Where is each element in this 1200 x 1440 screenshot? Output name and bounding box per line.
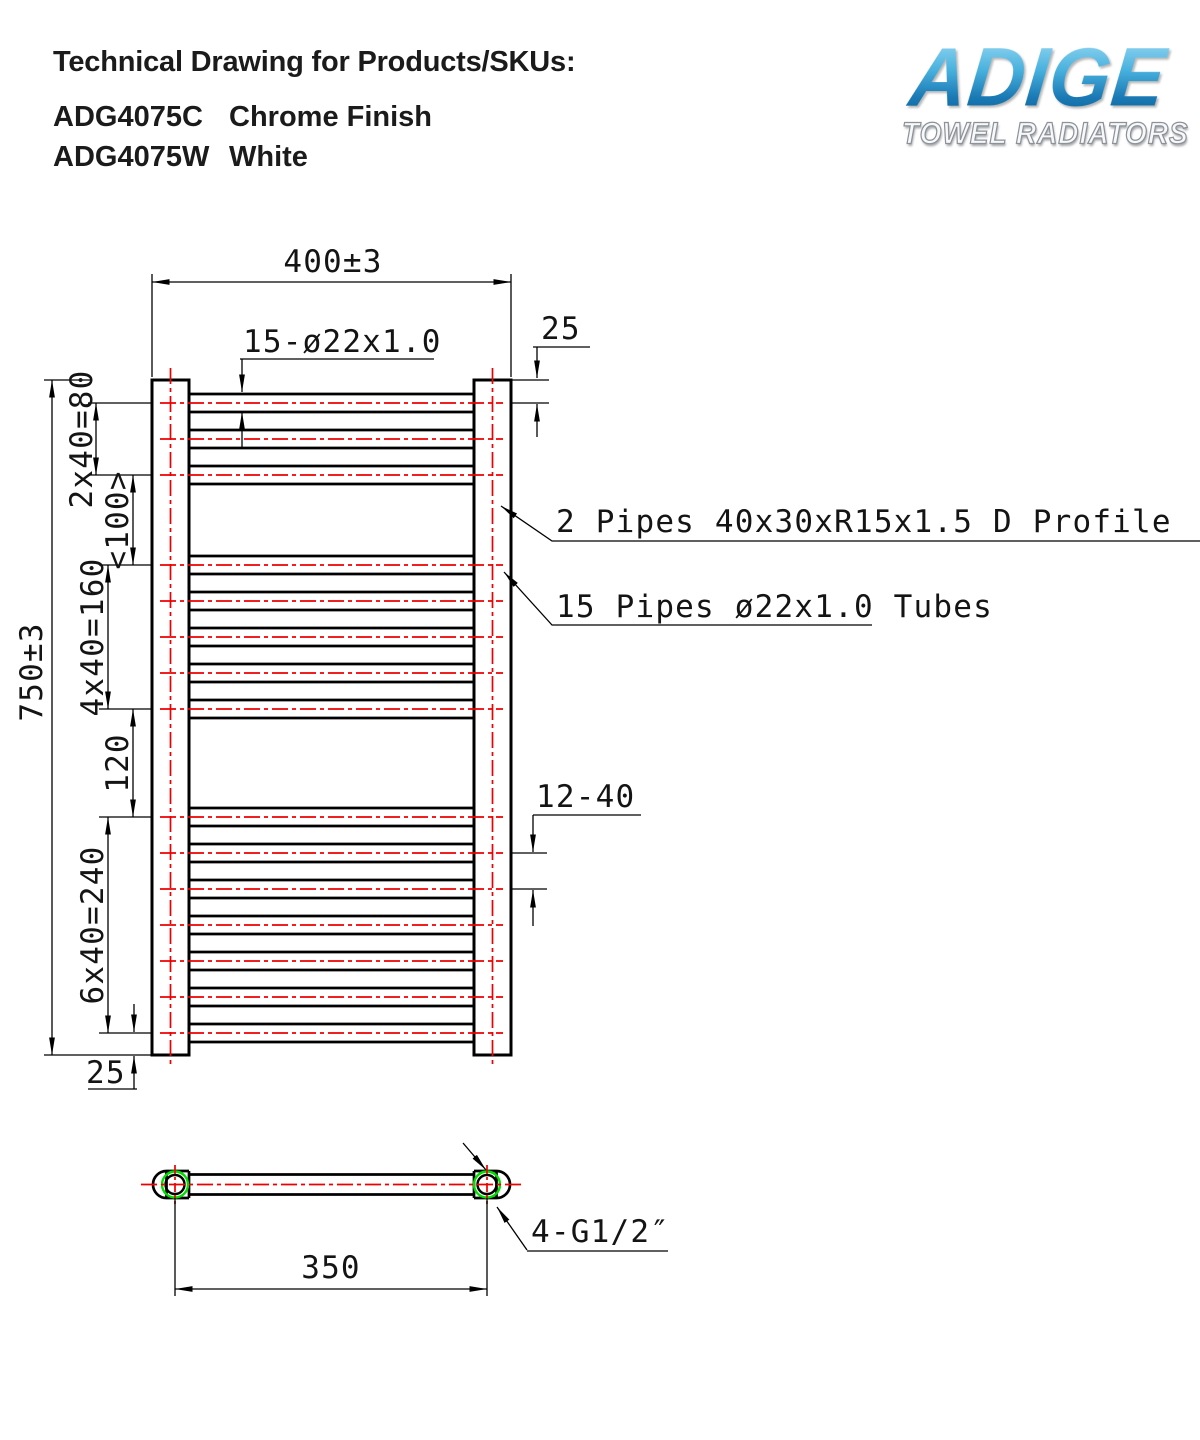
label-thread: 4-G1/2″ [462, 1142, 670, 1252]
dim-overall-width-text: 400±3 [283, 244, 382, 280]
dim-overall-height-text: 750±3 [14, 622, 50, 721]
dim-gap-mid-text: 120 [100, 733, 136, 793]
dim-overall-height: 750±3 [14, 379, 164, 1056]
logo-tagline-text: TOWEL RADIATORS [901, 116, 1189, 151]
dim-group-mid-text: 4x40=160 [75, 558, 111, 717]
label-d-profile: 2 Pipes 40x30xR15x1.5 D Profile [500, 504, 1200, 542]
label-d-profile-text: 2 Pipes 40x30xR15x1.5 D Profile [556, 504, 1172, 540]
dim-top-offset-text: 25 [541, 311, 581, 347]
sku-finish-chrome: Chrome Finish [229, 101, 433, 133]
sku-code-white: ADG4075W [53, 141, 210, 173]
front-view [150, 368, 513, 1067]
dim-hole-centers-text: 350 [301, 1250, 361, 1286]
brand-logo: ADIGE TOWEL RADIATORS [901, 30, 1189, 151]
callout-tubes-text: 15-ø22x1.0 [243, 324, 442, 360]
bottom-view: 350 4-G1/2″ [141, 1142, 670, 1296]
sku-code-chrome: ADG4075C [53, 101, 203, 133]
dim-overall-width: 400±3 [151, 244, 512, 377]
dim-tube-pitch: 12-40 [511, 779, 641, 926]
dim-bottom-offset: 25 [86, 1004, 137, 1091]
page-title: Technical Drawing for Products/SKUs: [53, 46, 576, 78]
dim-left-chain: 2x40=80 <100> 4x40=160 120 6x40=240 [64, 369, 152, 1034]
dim-bottom-offset-text: 25 [86, 1055, 126, 1091]
header: Technical Drawing for Products/SKUs: ADG… [53, 46, 576, 181]
dim-top-offset: 25 [511, 311, 590, 437]
dim-tube-pitch-text: 12-40 [536, 779, 635, 815]
dim-hole-centers: 350 [174, 1198, 488, 1296]
sku-row-chrome: ADG4075C Chrome Finish [53, 101, 575, 134]
label-tubes: 15 Pipes ø22x1.0 Tubes [503, 571, 993, 626]
sku-finish-white: White [229, 141, 308, 173]
horizontal-tubes [158, 392, 505, 1044]
dim-gap-reference-text: <100> [100, 470, 136, 569]
label-tubes-text: 15 Pipes ø22x1.0 Tubes [556, 589, 993, 625]
callout-tubes: 15-ø22x1.0 [239, 324, 442, 447]
dim-group-top-text: 2x40=80 [64, 369, 100, 508]
dim-group-bottom-text: 6x40=240 [75, 846, 111, 1005]
label-thread-text: 4-G1/2″ [531, 1214, 670, 1250]
sku-row-white: ADG4075W White [53, 141, 575, 174]
